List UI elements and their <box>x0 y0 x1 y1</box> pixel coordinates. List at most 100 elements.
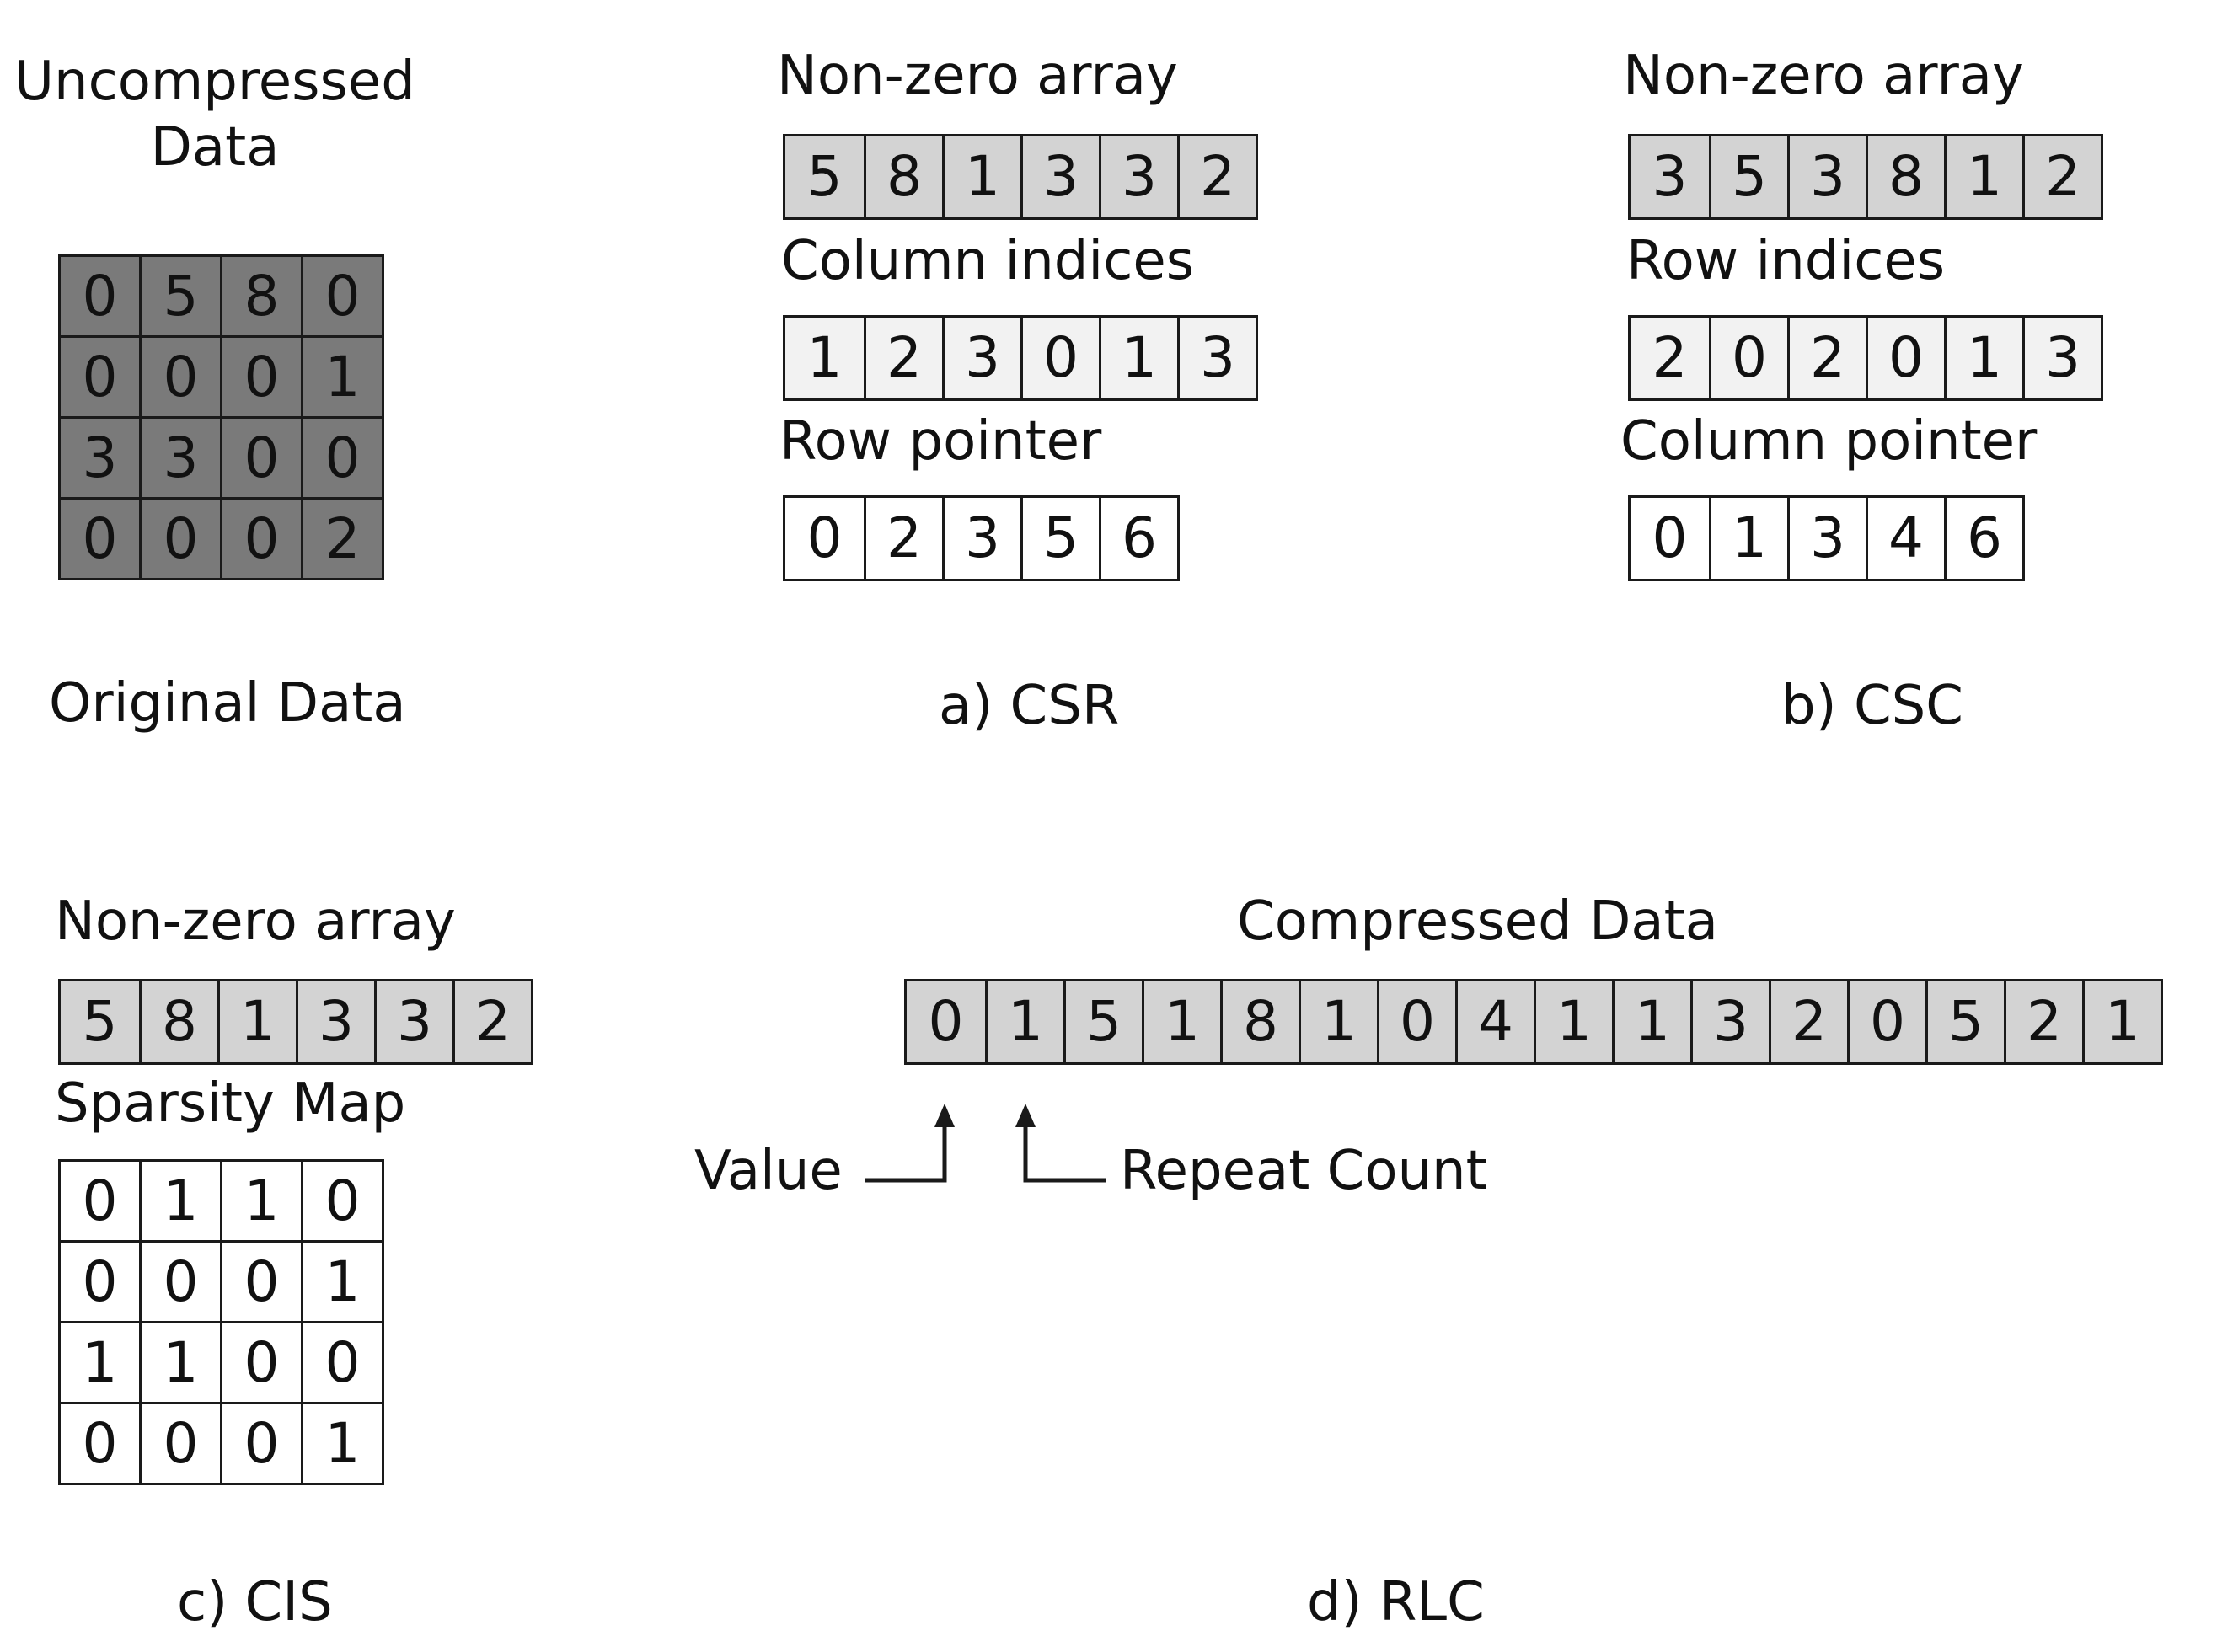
matrix-cell: 1 <box>61 1323 142 1404</box>
array-cell: 5 <box>1709 136 1787 217</box>
array-cell: 5 <box>61 981 139 1062</box>
matrix-cell: 0 <box>142 500 222 580</box>
array-cell: 5 <box>1063 981 1142 1062</box>
matrix-cell: 0 <box>303 419 384 500</box>
matrix-cell: 0 <box>222 419 303 500</box>
cis-map-label: Sparsity Map <box>55 1072 406 1135</box>
cis-caption: c) CIS <box>177 1571 333 1633</box>
array-cell: 0 <box>1847 981 1925 1062</box>
array-cell: 2 <box>864 498 942 579</box>
matrix-cell: 0 <box>61 500 142 580</box>
array-cell: 2 <box>1769 981 1847 1062</box>
matrix-cell: 2 <box>303 500 384 580</box>
matrix-cell: 1 <box>222 1162 303 1243</box>
array-cell: 3 <box>1020 136 1099 217</box>
matrix-cell: 0 <box>222 1404 303 1485</box>
matrix-cell: 1 <box>303 1243 384 1323</box>
matrix-cell: 1 <box>142 1162 222 1243</box>
array-cell: 3 <box>1099 136 1177 217</box>
array-cell: 1 <box>1099 318 1177 398</box>
array-cell: 1 <box>1612 981 1690 1062</box>
array-cell: 2 <box>2004 981 2082 1062</box>
array-cell: 8 <box>1866 136 1944 217</box>
matrix-cell: 1 <box>142 1323 222 1404</box>
array-cell: 3 <box>1690 981 1769 1062</box>
array-cell: 4 <box>1866 498 1944 579</box>
csr-caption: a) CSR <box>939 675 1120 737</box>
matrix-cell: 0 <box>222 1323 303 1404</box>
cis-values-label: Non-zero array <box>55 890 456 953</box>
matrix-cell: 0 <box>142 1404 222 1485</box>
array-cell: 0 <box>907 981 985 1062</box>
array-cell: 2 <box>864 318 942 398</box>
csc-caption: b) CSC <box>1781 675 1963 737</box>
matrix-cell: 0 <box>61 1404 142 1485</box>
array-cell: 3 <box>1177 318 1256 398</box>
matrix-cell: 0 <box>222 1243 303 1323</box>
array-cell: 5 <box>1925 981 2004 1062</box>
array-cell: 1 <box>985 981 1063 1062</box>
array-cell: 0 <box>1377 981 1455 1062</box>
array-cell: 2 <box>452 981 531 1062</box>
array-cell: 0 <box>785 498 864 579</box>
csr-indices-label: Column indices <box>781 230 1195 292</box>
array-cell: 8 <box>864 136 942 217</box>
csc-indices-label: Row indices <box>1626 230 1946 292</box>
matrix-cell: 0 <box>61 1243 142 1323</box>
array-cell: 8 <box>1220 981 1299 1062</box>
array-cell: 1 <box>217 981 296 1062</box>
repeat-arrow-head <box>1015 1104 1036 1127</box>
repeat-arrow-line <box>1023 1124 1106 1183</box>
matrix-cell: 0 <box>142 338 222 419</box>
array-cell: 0 <box>1866 318 1944 398</box>
array-cell: 1 <box>1534 981 1612 1062</box>
array-cell: 3 <box>942 498 1020 579</box>
array-cell: 3 <box>1787 498 1866 579</box>
matrix-cell: 8 <box>222 257 303 338</box>
array-cell: 3 <box>1787 136 1866 217</box>
array-cell: 2 <box>1177 136 1256 217</box>
matrix-cell: 0 <box>61 338 142 419</box>
matrix-cell: 0 <box>61 257 142 338</box>
array-cell: 3 <box>1631 136 1709 217</box>
matrix-cell: 0 <box>303 257 384 338</box>
matrix-cell: 0 <box>303 1162 384 1243</box>
rlc-title: Compressed Data <box>1237 890 1718 953</box>
matrix-cell: 0 <box>142 1243 222 1323</box>
array-cell: 2 <box>1787 318 1866 398</box>
array-cell: 1 <box>785 318 864 398</box>
array-cell: 1 <box>1299 981 1377 1062</box>
matrix-cell: 0 <box>222 500 303 580</box>
array-cell: 3 <box>296 981 374 1062</box>
array-cell: 2 <box>2022 136 2101 217</box>
array-cell: 0 <box>1020 318 1099 398</box>
csr-values-label: Non-zero array <box>777 45 1178 107</box>
csr-pointer-label: Row pointer <box>779 410 1102 473</box>
array-cell: 0 <box>1709 318 1787 398</box>
array-cell: 1 <box>1944 318 2022 398</box>
csc-values-label: Non-zero array <box>1623 45 2024 107</box>
value-arrow-line <box>865 1124 947 1183</box>
matrix-cell: 0 <box>61 1162 142 1243</box>
rlc-value-label: Value <box>694 1140 843 1202</box>
array-cell: 3 <box>374 981 452 1062</box>
original-title: Uncompressed Data <box>14 51 415 179</box>
array-cell: 6 <box>1944 498 2022 579</box>
array-cell: 1 <box>1944 136 2022 217</box>
value-arrow-head <box>934 1104 955 1127</box>
matrix-cell: 1 <box>303 338 384 419</box>
original-caption: Original Data <box>49 672 406 735</box>
matrix-cell: 0 <box>303 1323 384 1404</box>
array-cell: 5 <box>785 136 864 217</box>
rlc-repeat-label: Repeat Count <box>1120 1140 1487 1202</box>
array-cell: 4 <box>1455 981 1534 1062</box>
array-cell: 3 <box>942 318 1020 398</box>
